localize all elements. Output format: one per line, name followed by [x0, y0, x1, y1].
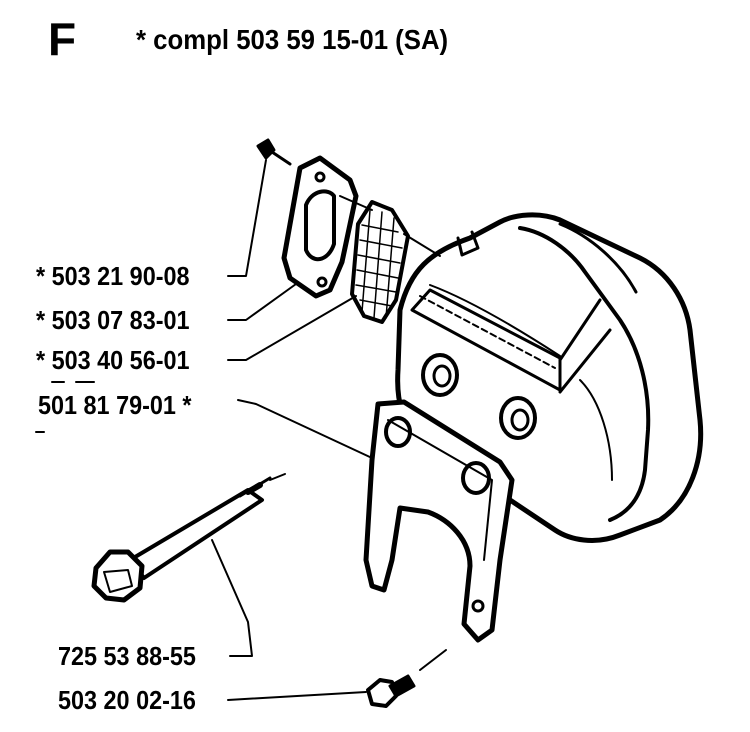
callout-bracket: 501 81 79-01 *: [38, 390, 192, 420]
small-screw: [256, 138, 292, 166]
assembly-lines: [339, 195, 441, 257]
leader-lines: [211, 159, 373, 701]
callout-short-bolt: 503 20 02-16: [58, 685, 196, 715]
callout-screw: * 503 21 90-08: [36, 261, 190, 291]
spark-screen: [350, 200, 410, 324]
short-bolt: [366, 649, 447, 708]
scan-marks: [35, 381, 95, 433]
gasket-plate: [281, 155, 359, 299]
callout-gasket: * 503 07 83-01: [36, 305, 190, 335]
mounting-bracket: [363, 399, 515, 643]
assembly-title: * compl 503 59 15-01 (SA): [136, 24, 449, 55]
long-bolt: [91, 473, 286, 603]
callout-spark-screen: * 503 40 56-01: [36, 345, 190, 375]
section-letter: F: [48, 13, 77, 65]
callout-long-bolt: 725 53 88-55: [58, 641, 196, 671]
